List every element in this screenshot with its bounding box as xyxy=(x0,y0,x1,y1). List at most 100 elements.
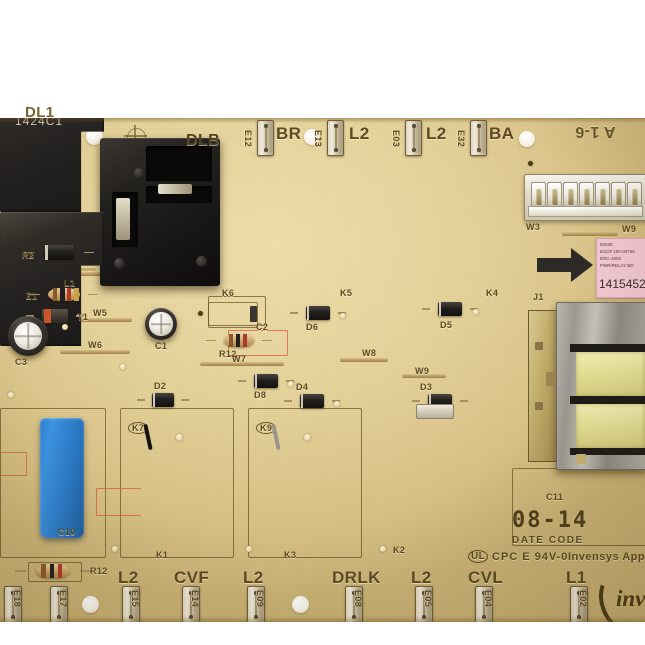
transformer-t1 xyxy=(528,302,645,470)
label-w4: W6 xyxy=(88,340,103,350)
terminal-label-l2-b2: L2 xyxy=(118,568,139,587)
ref-k4: K4 xyxy=(486,288,499,298)
ref-d5: D6 xyxy=(306,322,319,332)
board-mount-hole-1 xyxy=(86,128,103,145)
resistor-r1 xyxy=(206,334,272,347)
terminal-l2-top-1[interactable] xyxy=(327,120,344,156)
terminal-label-br: BR xyxy=(276,124,302,143)
ref-c10: C10 xyxy=(58,527,76,537)
label-w6: W8 xyxy=(362,348,377,358)
terminal-ba[interactable] xyxy=(470,120,487,156)
terminal-pin-clf: E17 xyxy=(58,590,68,608)
terminal-label-ba: BA xyxy=(489,124,515,143)
diode-d6 xyxy=(237,374,295,388)
terminal-label-cvf: CVF xyxy=(174,568,210,587)
label-line-2: ECD# 100-00756 xyxy=(600,249,635,254)
photo-top-margin xyxy=(0,0,645,118)
jumper-w6 xyxy=(340,358,388,362)
diode-d8 xyxy=(24,245,94,260)
label-w5: W7 xyxy=(232,354,247,364)
ref-r1: R12 xyxy=(219,349,237,359)
jumper-w8 xyxy=(562,232,618,236)
terminal-label-l2-b4: L2 xyxy=(411,568,432,587)
ref-k2: K2 xyxy=(393,545,406,555)
terminal-l2-bottom-4[interactable] xyxy=(415,586,433,624)
label-serial: 1415452 xyxy=(599,277,645,291)
ref-r2: Z1 xyxy=(26,291,38,301)
ref-j1: W3 xyxy=(526,222,541,232)
invensys-logo-text: inve xyxy=(616,586,645,611)
ref-k1: K1 xyxy=(156,550,169,560)
date-code-value: 08-14 xyxy=(512,508,589,533)
terminal-label-dlb: DLB xyxy=(186,132,221,149)
capacitor-c10 xyxy=(40,418,84,538)
label-w7: W9 xyxy=(415,366,430,376)
terminal-label-l2-top-2: L2 xyxy=(426,124,447,143)
board-mount-hole-4 xyxy=(82,596,99,613)
ref-k6: K6 xyxy=(222,288,235,298)
ref-t1: J1 xyxy=(533,292,544,302)
diode-d1 xyxy=(137,393,189,407)
ref-d3: D4 xyxy=(296,382,309,392)
terminal-br[interactable] xyxy=(257,120,274,156)
zener-z1 xyxy=(25,309,85,323)
terminal-l2-top-2[interactable] xyxy=(405,120,422,156)
manufacturer-name: Invensys Applian xyxy=(568,551,645,563)
ref-d1: D2 xyxy=(154,381,167,391)
ref-c1: C1 xyxy=(155,341,168,351)
ref-k5: K5 xyxy=(340,288,353,298)
resistor-r2 xyxy=(29,288,99,301)
label-w8: W9 xyxy=(622,224,637,234)
connector-j1[interactable] xyxy=(524,174,645,221)
pwr-relay-board-label: 92628 ECD# 100-00756 ERC-4800 PWR/RELAY … xyxy=(596,238,645,298)
label-w3: W5 xyxy=(93,308,108,318)
terminal-clf[interactable] xyxy=(50,586,68,624)
label-w9: L1 xyxy=(64,278,76,288)
terminal-drlk[interactable] xyxy=(345,586,363,624)
terminal-label-drlk: DRLK xyxy=(332,568,381,587)
terminal-pin-ba: E32 xyxy=(456,130,466,148)
terminal-pin-l2-top-2: E03 xyxy=(391,130,401,148)
date-code-label: DATE CODE xyxy=(512,535,584,546)
connector-block-dlb xyxy=(100,138,220,286)
ref-d8: R2 xyxy=(22,250,35,260)
board-edge-marking: A 1-6 xyxy=(575,123,616,140)
terminal-pin-cvl: E04 xyxy=(483,590,493,608)
ref-d4: D5 xyxy=(440,320,453,330)
terminal-pin-cvf: E14 xyxy=(190,590,200,608)
ref-c2: C2 xyxy=(256,322,269,332)
jumper-w7 xyxy=(402,374,446,378)
terminal-label-l2-top-1: L2 xyxy=(349,124,370,143)
terminal-label-l2-b3: L2 xyxy=(243,568,264,587)
diode-d3 xyxy=(283,394,341,408)
resistor-r12 xyxy=(14,564,92,578)
terminal-pin-l2-b1: E18 xyxy=(12,590,22,608)
via-near-j1 xyxy=(528,161,533,166)
photo-bottom-margin xyxy=(0,622,645,645)
ref-z1: T1 xyxy=(77,312,89,322)
terminal-pin-l2-top-1: E13 xyxy=(313,130,323,148)
terminal-cvf[interactable] xyxy=(182,586,200,624)
terminal-pin-l2-b4: E05 xyxy=(423,590,433,608)
terminal-cvl[interactable] xyxy=(475,586,493,624)
ref-d6: D8 xyxy=(254,390,267,400)
board-mount-hole-5 xyxy=(292,596,309,613)
board-bottom-edge-shadow xyxy=(0,616,645,622)
capacitor-c3 xyxy=(8,316,48,356)
terminal-label-dl1-top: DL1 xyxy=(25,104,55,121)
label-line-4: PWR/RELAY BD xyxy=(600,263,634,268)
ref-c3: C3 xyxy=(15,357,28,367)
terminal-pin-l2-b2: E15 xyxy=(130,590,140,608)
polarity-arrow-icon xyxy=(537,248,593,282)
jumper-w5 xyxy=(200,362,284,366)
diode-d4 xyxy=(421,302,479,316)
ref-k3: K3 xyxy=(284,550,297,560)
terminal-pin-br: E12 xyxy=(243,130,253,148)
jumper-w3 xyxy=(68,318,132,322)
label-line-1: 92628 xyxy=(600,242,613,247)
jumper-w4 xyxy=(60,350,130,354)
terminal-pin-l1: E02 xyxy=(578,590,588,608)
diode-d5 xyxy=(289,306,347,320)
ref-d2: D3 xyxy=(420,382,433,392)
